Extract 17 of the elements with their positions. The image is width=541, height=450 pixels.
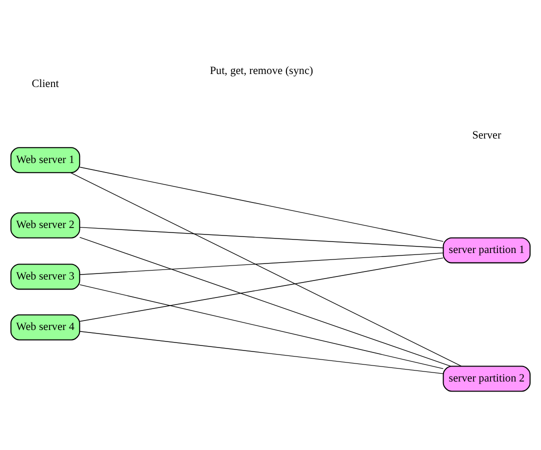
connector <box>70 172 462 366</box>
node-box: Web server 4 <box>10 314 80 340</box>
label: Put, get, remove (sync) <box>210 64 314 77</box>
connector <box>79 166 444 242</box>
node-box: Web server 2 <box>10 212 80 238</box>
connector <box>79 284 444 370</box>
node-box: Web server 1 <box>10 147 80 174</box>
connector <box>79 226 444 248</box>
connector <box>79 252 444 275</box>
node-box: server partition 2 <box>442 366 531 392</box>
label: Server <box>472 129 502 142</box>
node-box: server partition 1 <box>442 237 531 264</box>
connector <box>79 331 444 374</box>
connector <box>79 236 451 367</box>
node-box: Web server 3 <box>10 264 80 290</box>
connector <box>79 258 444 322</box>
label: Client <box>32 78 59 90</box>
